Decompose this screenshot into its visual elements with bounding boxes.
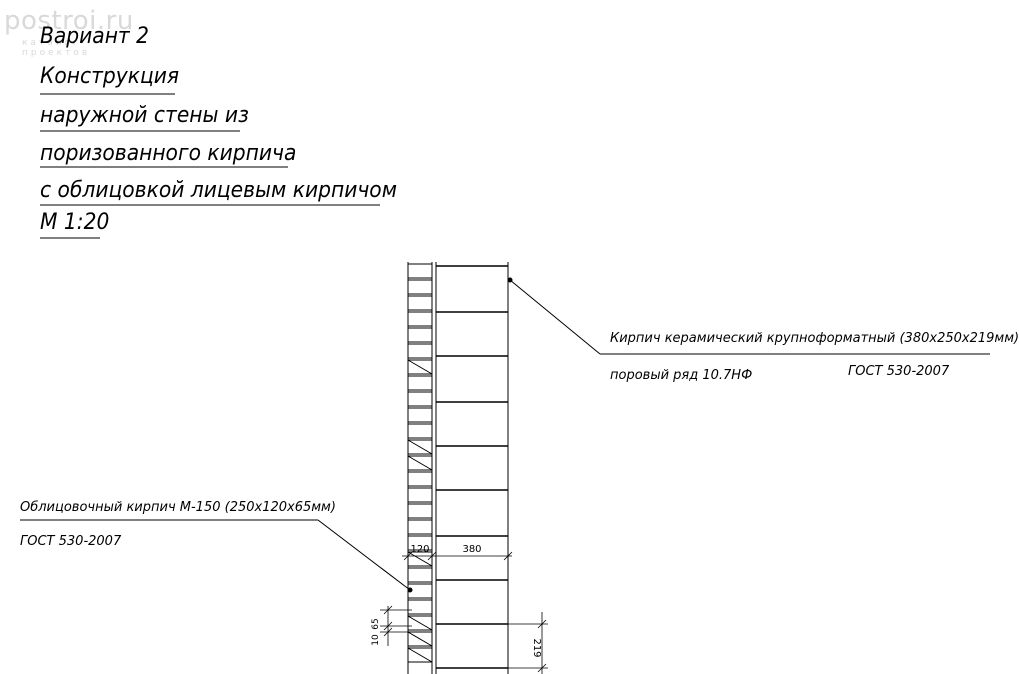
facing-brick: [407, 263, 433, 279]
facing-brick-standard: ГОСТ 530-2007: [20, 534, 122, 549]
dim-facing-width: 120: [410, 544, 429, 555]
facing-brick: [407, 599, 433, 615]
dim-block-width: 380: [462, 544, 481, 555]
facing-brick: [407, 391, 433, 407]
facing-brick: [407, 439, 433, 455]
left-vertical-dimension: [380, 605, 412, 646]
facing-brick-leader-dot: [407, 587, 413, 593]
facing-brick: [407, 631, 433, 647]
facing-brick-label: Облицовочный кирпич М-150 (250x120x65мм): [20, 500, 336, 515]
ceramic-brick-sublabel: поровый ряд 10.7НФ: [610, 368, 753, 383]
facing-brick: [407, 295, 433, 311]
watermark-logo: postroi.ru каталог проектов: [4, 6, 134, 58]
facing-brick: [407, 311, 433, 327]
facing-brick: [407, 375, 433, 391]
scale-label: М 1:20: [40, 210, 110, 235]
facing-brick: [407, 455, 433, 471]
horizontal-dimension: [402, 540, 513, 561]
ceramic-brick-label: Кирпич керамический крупноформатный (380…: [610, 331, 1019, 346]
title-line-3: поризованного кирпича: [40, 141, 297, 166]
facing-brick: [407, 615, 433, 631]
facing-brick: [407, 503, 433, 519]
facing-brick: [407, 567, 433, 583]
facing-brick: [407, 359, 433, 375]
block-joints: [436, 265, 508, 669]
facing-brick: [407, 407, 433, 423]
variant-label: Вариант 2: [40, 24, 150, 49]
title-line-1: Конструкция: [40, 64, 180, 89]
right-vertical-dimension: [508, 612, 548, 674]
facing-brick: [407, 519, 433, 535]
title-line-2: наружной стены из: [40, 103, 249, 128]
facing-brick: [407, 647, 433, 663]
dim-course-height: 65: [371, 618, 381, 629]
facing-brick: [407, 471, 433, 487]
facing-brick: [407, 343, 433, 359]
facing-brick-leader: [317, 519, 411, 591]
facing-brick: [407, 487, 433, 503]
ceramic-brick-standard: ГОСТ 530-2007: [848, 364, 950, 379]
ceramic-brick-leader: [509, 279, 601, 355]
ceramic-brick-leader-dot: [507, 277, 513, 283]
dim-joint: 10: [371, 634, 381, 646]
facing-brick: [407, 279, 433, 295]
facing-brick: [407, 327, 433, 343]
title-line-4: с облицовкой лицевым кирпичом: [40, 178, 397, 203]
dim-block-height: 219: [531, 638, 542, 657]
watermark-site: postroi.ru: [4, 6, 134, 36]
watermark-tagline: каталог проектов: [22, 38, 91, 58]
facing-brick: [407, 423, 433, 439]
facing-brick-courses: [407, 263, 433, 663]
